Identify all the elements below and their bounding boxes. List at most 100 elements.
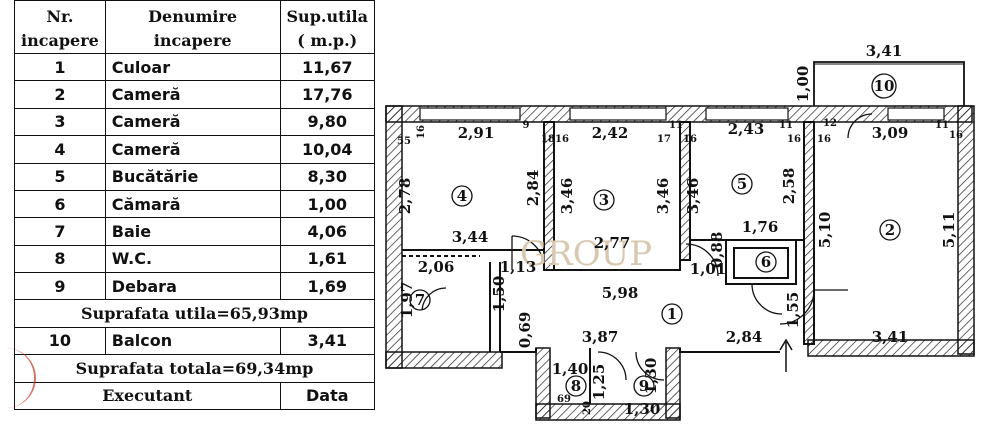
room-number-labels: 1 2 3 4 5 6 7 8 9 10 — [415, 77, 895, 395]
row-nr: 10 — [14, 326, 106, 356]
window-room2 — [887, 107, 945, 121]
row-area: 11,67 — [279, 52, 375, 82]
header-nr: Nr. incapere — [14, 0, 106, 54]
row-nr: 9 — [14, 271, 106, 301]
room-table: Nr. incapere Denumire incapere Sup.utila… — [14, 0, 375, 410]
wall-room4-room3 — [543, 121, 555, 271]
room-number: 4 — [457, 187, 467, 205]
executant-label: Executant — [14, 381, 281, 410]
south-wall-left — [385, 351, 503, 369]
room-marker — [409, 289, 431, 311]
south-wall-right — [807, 339, 975, 357]
room-marker — [879, 219, 901, 241]
room-table-grid: Nr. incapere Denumire incapere Sup.utila… — [14, 0, 375, 410]
footer-row: Executant Data — [14, 381, 375, 410]
wall-mark: 11 — [779, 120, 793, 131]
wall-mark: 69 — [557, 394, 571, 405]
room-marker — [661, 303, 683, 325]
dim-bath-inner: 1,50 — [490, 276, 508, 313]
doors — [421, 113, 873, 381]
grand-total: Suprafata totala=69,34mp — [14, 354, 375, 383]
room-marker — [731, 173, 753, 195]
table-header-row: Nr. incapere Denumire incapere Sup.utila… — [14, 0, 375, 54]
dim-room5-left: 3,46 — [684, 178, 702, 215]
room-number: 1 — [667, 305, 677, 323]
room-number: 8 — [571, 377, 581, 395]
dim-room3-left: 3,46 — [558, 178, 576, 215]
header-name-line1: Denumire — [148, 7, 238, 26]
row-nr: 6 — [14, 189, 106, 219]
row-nr: 1 — [14, 52, 106, 82]
wall-room3-room5 — [679, 121, 691, 261]
wall-corridor-bottom-right — [679, 348, 780, 353]
windows — [419, 107, 945, 121]
room-marker — [565, 375, 587, 397]
date-label: Data — [279, 381, 375, 410]
wall-corridor-bottom-left — [500, 348, 537, 353]
dim-balcony-depth: 1,00 — [794, 66, 812, 103]
room-number: 2 — [885, 221, 895, 239]
pantry-inner — [733, 247, 789, 279]
dim-bath-side: 1,97 — [398, 282, 416, 319]
usable-total: Suprafata utila=65,93mp — [14, 299, 375, 328]
door-bath — [421, 287, 447, 311]
dim-storage-bottom: 1,30 — [624, 400, 661, 418]
row-area: 3,41 — [279, 326, 375, 356]
dim-room5-top: 2,43 — [728, 120, 765, 138]
row-area: 8,30 — [279, 162, 375, 191]
dim-room2-bottom: 3,41 — [872, 328, 909, 346]
row-nr: 3 — [14, 107, 106, 137]
stamp-fragment — [0, 348, 36, 408]
dim-room3-top: 2,42 — [592, 124, 629, 142]
dim-room3-right: 3,46 — [654, 178, 672, 215]
room-number: 3 — [599, 191, 609, 209]
room-marker — [451, 185, 473, 207]
dim-room5-bottom: 1,76 — [742, 218, 779, 236]
row-area: 9,80 — [279, 107, 375, 137]
exterior-walls — [385, 105, 975, 421]
dim-bath-top: 2,06 — [418, 258, 455, 276]
dimension-labels: 3,41 2,91 2,42 2,43 3,09 3,44 2,77 1,76 … — [418, 42, 909, 418]
dim-wc-top: 1,40 — [552, 360, 589, 378]
wall-thickness-marks: 55 16 9 18 16 17 11 16 11 16 16 12 11 16… — [397, 118, 963, 415]
wall-mark: 16 — [949, 130, 963, 141]
room-number: 10 — [874, 77, 895, 95]
balcony — [813, 61, 965, 106]
row-name: Culoar — [104, 52, 281, 82]
storage-wall-right — [665, 347, 681, 419]
dim-room4-side: 2,78 — [396, 178, 414, 215]
balcony-outline — [813, 61, 965, 106]
row-nr: 2 — [14, 80, 106, 109]
header-name: Denumire incapere — [104, 0, 281, 54]
room-marker — [633, 375, 655, 397]
dim-wc-side: 1,25 — [590, 364, 608, 401]
wall-mark: 20 — [582, 401, 593, 415]
wall-mark: 11 — [935, 120, 949, 131]
window-room3 — [569, 107, 667, 121]
dim-room2-left: 5,10 — [816, 212, 834, 249]
dim-storage-side: 1,30 — [642, 358, 660, 395]
wall-mark: 16 — [416, 125, 427, 139]
wall-room5-room2 — [803, 121, 815, 345]
door-room4 — [511, 235, 545, 271]
row-name: Cameră — [104, 135, 281, 164]
usable-total-row: Suprafata utila=65,93mp — [14, 299, 375, 328]
room-number: 7 — [415, 291, 425, 309]
row-name: Debara — [104, 271, 281, 301]
window-room5 — [705, 107, 789, 121]
wall-mark: 18 — [541, 134, 555, 145]
dim-room2-top: 3,09 — [872, 124, 909, 142]
dim-hall-upper: 3,44 — [452, 228, 489, 246]
dim-hall-mid: 1,13 — [500, 258, 537, 276]
door-pantry — [751, 283, 783, 315]
dim-room3-bottom: 2,77 — [594, 234, 631, 252]
header-area: Sup.utila ( m.p.) — [279, 0, 375, 54]
dim-balcony-width: 3,41 — [866, 42, 903, 60]
row-name: Baie — [104, 217, 281, 246]
grand-total-row: Suprafata totala=69,34mp — [14, 354, 375, 383]
